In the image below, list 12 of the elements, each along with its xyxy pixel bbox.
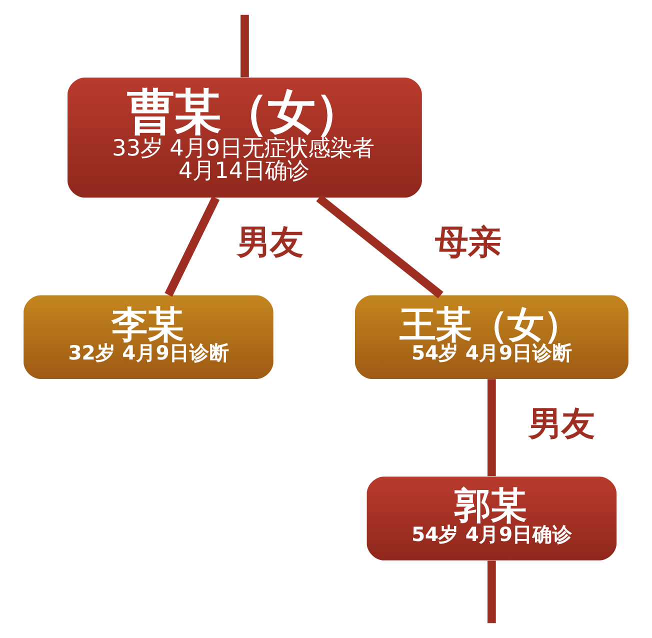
- connector: [488, 379, 496, 476]
- node-box: 李某 32岁 4月9日诊断: [24, 295, 274, 379]
- edge-label: 男友: [237, 222, 304, 262]
- edge-label: 母亲: [435, 222, 502, 262]
- node-box: 王某（女） 54岁 4月9日诊断: [354, 295, 628, 379]
- node-box: 曹某（女） 33岁 4月9日无症状感染者 4月14日确诊: [68, 78, 422, 198]
- connector: [240, 14, 249, 78]
- edge-label: 男友: [528, 404, 595, 444]
- node-box: 郭某 54岁 4月9日确诊: [366, 476, 617, 560]
- connector: [164, 196, 220, 297]
- connector: [316, 194, 444, 298]
- connector: [488, 560, 496, 624]
